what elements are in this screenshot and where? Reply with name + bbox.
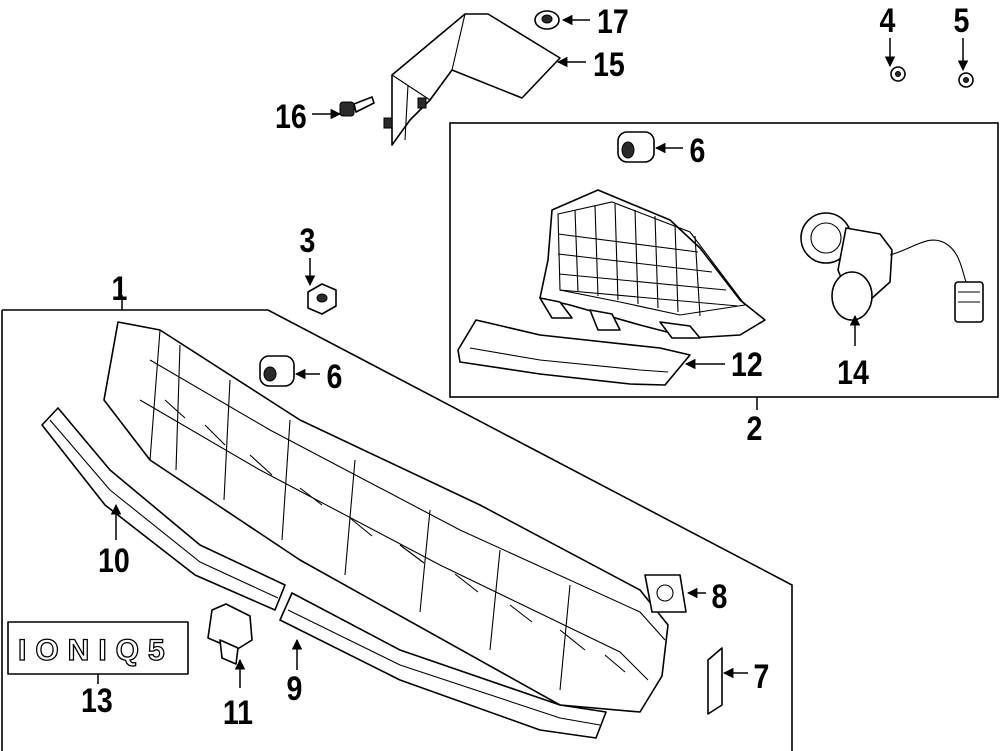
callout-3: 3 xyxy=(300,222,316,260)
part-6-nut-upper[interactable] xyxy=(617,131,655,163)
callout-17: 17 xyxy=(597,3,629,41)
part-8-plug[interactable] xyxy=(644,574,687,613)
part-11-clip[interactable] xyxy=(207,603,253,665)
callout-6-upper: 6 xyxy=(690,132,706,170)
group-frame-1 xyxy=(1,309,793,751)
callout-4: 4 xyxy=(880,2,896,40)
part-5-clip[interactable] xyxy=(958,72,974,88)
callout-14: 14 xyxy=(837,354,869,392)
callout-9: 9 xyxy=(287,670,303,708)
emblem-text: IONIQ5 xyxy=(18,634,174,667)
part-12-trim-strip[interactable] xyxy=(457,319,691,386)
callout-11: 11 xyxy=(223,694,253,732)
callout-6-lower: 6 xyxy=(327,358,343,396)
callout-2: 2 xyxy=(747,410,763,448)
part-10-trim-strip[interactable] xyxy=(41,407,286,611)
part-7-piece[interactable] xyxy=(707,647,723,715)
part-13-emblem[interactable]: IONIQ5 xyxy=(7,621,189,675)
callout-13: 13 xyxy=(81,682,113,720)
callout-8: 8 xyxy=(712,578,728,616)
part-14-socket[interactable] xyxy=(800,212,984,323)
callout-5: 5 xyxy=(954,2,970,40)
callout-1: 1 xyxy=(112,270,128,308)
callout-16: 16 xyxy=(275,98,307,136)
part-15-bracket[interactable] xyxy=(383,13,561,146)
callout-10: 10 xyxy=(98,542,130,580)
part-1-grille[interactable] xyxy=(103,321,669,713)
part-4-clip[interactable] xyxy=(890,66,906,82)
part-17-grommet[interactable] xyxy=(534,10,560,30)
part-9-strip[interactable] xyxy=(279,592,607,739)
part-6-nut-lower[interactable] xyxy=(259,355,295,387)
callout-15: 15 xyxy=(593,46,625,84)
lamp-housing[interactable] xyxy=(539,189,766,339)
part-3-nut[interactable] xyxy=(307,283,337,315)
part-16-screw[interactable] xyxy=(339,96,375,117)
callout-7: 7 xyxy=(754,658,770,696)
callout-12: 12 xyxy=(731,346,763,384)
group-frame-2 xyxy=(449,122,999,398)
